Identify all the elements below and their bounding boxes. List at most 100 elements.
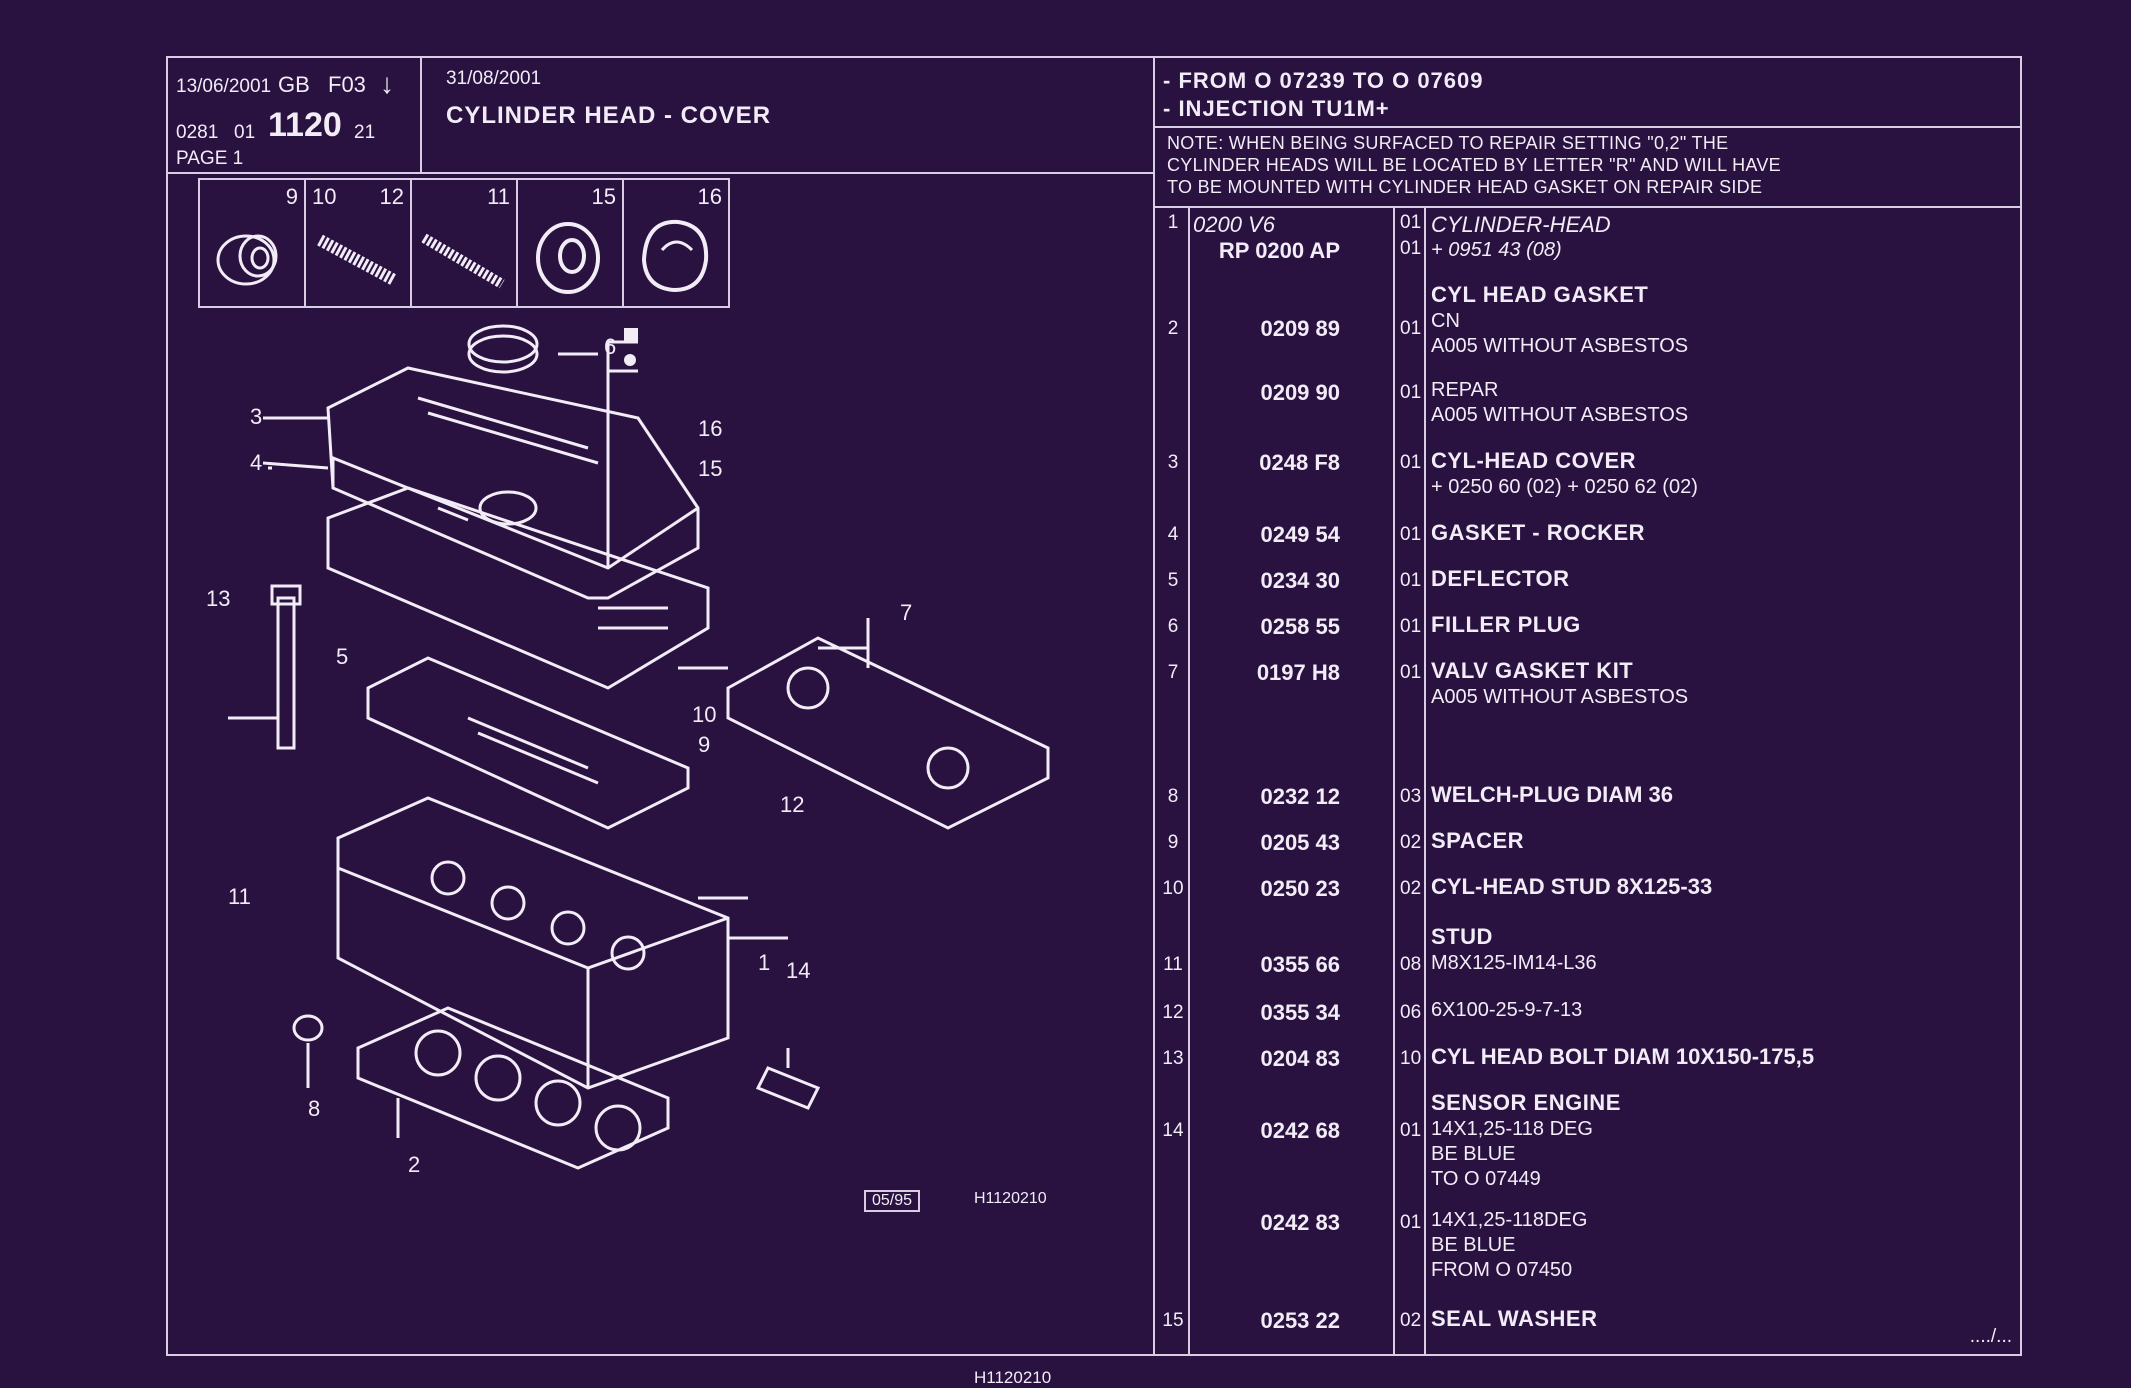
callout-10: 10 [692, 702, 717, 727]
exploded-diagram: 1 2 3 4 5 6 7 8 9 10 11 12 13 14 15 16 0… [168, 308, 1153, 1387]
part-number: 0242 83 [1260, 1210, 1340, 1235]
callout-11: 11 [228, 884, 251, 909]
part-number: 0249 54 [1260, 522, 1340, 547]
quantity: 01 [1400, 382, 1422, 403]
part-number: 0248 F8 [1259, 450, 1340, 475]
ref-number: 13 [1162, 1048, 1184, 1069]
ref-number: 1 [1167, 212, 1179, 233]
part-number: 0234 30 [1260, 568, 1340, 593]
continued-marker: ..../... [1969, 1326, 2012, 1347]
column-rule [1424, 208, 1426, 1354]
quantity: 01 [1400, 616, 1422, 637]
ref-number: 14 [1162, 1120, 1184, 1141]
part-number: 0204 83 [1260, 1046, 1340, 1071]
page-label: PAGE 1 [176, 148, 244, 169]
part-number: 0197 H8 [1256, 660, 1340, 685]
quantity: 01 [1400, 318, 1422, 339]
quantity: 01 [1400, 212, 1422, 233]
ref-number: 9 [1167, 832, 1179, 853]
ref-number: 10 [1162, 878, 1184, 899]
detail-thumbnails: 9 10 12 11 15 [198, 178, 730, 308]
quantity: 08 [1400, 954, 1422, 975]
part-number: 0205 43 [1260, 830, 1340, 855]
part-number: 0209 89 [1260, 316, 1340, 341]
ref-b: 01 [234, 122, 256, 143]
date-stamp: 05/95 [864, 1190, 921, 1212]
column-rule [1188, 208, 1190, 1354]
language-code: GB [278, 72, 310, 97]
part-number: 0200 V6 [1193, 212, 1275, 237]
description: 6X100-25-9-7-13 [1431, 999, 1583, 1021]
description: SPACER [1431, 828, 1525, 853]
thumb-washer: 15 [518, 180, 624, 306]
part-number: 0355 66 [1260, 952, 1340, 977]
callout-12: 12 [780, 792, 805, 817]
callout-9: 9 [698, 732, 711, 757]
part-number: 0209 90 [1260, 380, 1340, 405]
catalog-sheet: 13/06/2001 GB F03 ↓ 0281 01 1120 21 PAGE… [166, 56, 2022, 1387]
callout-7: 7 [900, 600, 913, 625]
thumb-label: 15 [591, 184, 616, 209]
callout-3: 3 [250, 404, 263, 429]
stud-icon [317, 234, 397, 286]
thumb-label: 10 [312, 184, 337, 209]
stud-icon [421, 233, 505, 289]
thumb-spacer: 9 [200, 180, 306, 306]
ref-number: 2 [1167, 318, 1179, 339]
header-left: 13/06/2001 GB F03 ↓ 0281 01 1120 21 PAGE… [168, 58, 1153, 174]
serial-range: - FROM O 07239 TO O 07609 [1163, 68, 1484, 93]
callout-1: 1 [758, 950, 771, 975]
header-meta: 13/06/2001 GB F03 ↓ 0281 01 1120 21 PAGE… [168, 58, 422, 172]
quantity: 01 [1400, 570, 1422, 591]
quantity: 01 [1400, 1212, 1422, 1233]
thumb-stud: 10 12 [306, 180, 412, 306]
callout-14: 14 [786, 958, 811, 983]
ref-number: 11 [1163, 954, 1183, 975]
quantity: 01 [1400, 1120, 1422, 1141]
callout-13: 13 [206, 586, 231, 611]
callout-2: 2 [408, 1152, 421, 1177]
description: WELCH-PLUG DIAM 36 [1431, 782, 1673, 807]
thumb-label: 9 [285, 184, 298, 209]
cylinder-head-drawing [228, 324, 1050, 1170]
description: SEAL WASHER [1431, 1306, 1598, 1331]
repair-note: NOTE: WHEN BEING SURFACED TO REPAIR SETT… [1155, 126, 2020, 208]
ref-number: 3 [1167, 452, 1179, 473]
engine-variant: - INJECTION TU1M+ [1163, 96, 1390, 121]
part-number: 0232 12 [1260, 784, 1340, 809]
thumb-label: 12 [379, 184, 404, 209]
part-number: 0253 22 [1260, 1308, 1340, 1333]
ref-number: 12 [1162, 1002, 1184, 1023]
description: CYL-HEAD STUD 8X125-33 [1431, 874, 1713, 899]
part-number: RP 0200 AP [1218, 238, 1340, 263]
description: CYL-HEAD COVER+ 0250 60 (02) + 0250 62 (… [1431, 448, 1698, 498]
ref-number: 5 [1167, 570, 1179, 591]
thumb-label: 11 [487, 184, 510, 209]
description: GASKET - ROCKER [1431, 520, 1646, 545]
revision-date: 31/08/2001 [446, 68, 542, 89]
figure-ref: H1120210 [974, 1190, 1047, 1207]
quantity: 02 [1400, 832, 1422, 853]
page-title: CYLINDER HEAD - COVER [446, 102, 772, 129]
callout-8: 8 [308, 1096, 321, 1121]
description: CYL HEAD BOLT DIAM 10X150-175,5 [1431, 1044, 1815, 1069]
part-number: 0258 55 [1260, 614, 1340, 639]
quantity: 01 [1400, 662, 1422, 683]
callout-5: 5 [336, 644, 349, 669]
spacer-icon [216, 234, 278, 286]
quantity: 02 [1400, 878, 1422, 899]
quantity: 03 [1400, 786, 1422, 807]
part-number: 0250 23 [1260, 876, 1340, 901]
ref-number: 6 [1167, 616, 1179, 637]
callout-6: 6 [604, 334, 617, 359]
callout-16: 16 [698, 416, 723, 441]
cap-nut-icon [641, 219, 709, 293]
applicability-header: - FROM O 07239 TO O 07609 - INJECTION TU… [1155, 58, 2020, 128]
down-arrow-icon: ↓ [380, 68, 394, 99]
